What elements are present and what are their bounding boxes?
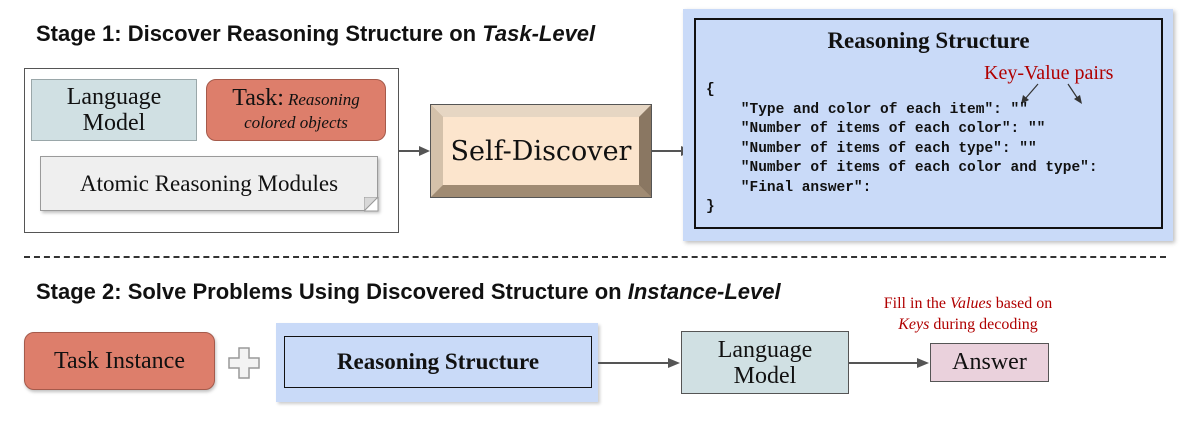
- reasoning-structure-box-2: Reasoning Structure: [284, 336, 592, 388]
- arrow-structure-to-lm: [598, 358, 680, 368]
- key-value-annotation: Key-Value pairs: [984, 62, 1114, 84]
- code-line: }: [706, 199, 715, 215]
- stage2-title: Stage 2: Solve Problems Using Discovered…: [36, 279, 781, 304]
- code-line: {: [706, 82, 715, 98]
- code-line: "Number of items of each type": "": [706, 140, 1037, 157]
- reasoning-structure-frame: [694, 18, 1163, 229]
- language-model-box-2: Language Model: [681, 331, 849, 394]
- reasoning-structure-panel: [683, 9, 1173, 241]
- answer-box: Answer: [930, 343, 1049, 382]
- arrow-lm-to-answer: [849, 358, 929, 368]
- self-discover-box: Self-Discover: [443, 117, 639, 185]
- reasoning-structure-title: Reasoning Structure: [827, 28, 1030, 53]
- stage1-title: Stage 1: Discover Reasoning Structure on…: [36, 21, 596, 46]
- page-fold-icon: [364, 197, 379, 212]
- annotation-arrows: [1021, 83, 1082, 104]
- task-instance-box: Task Instance: [24, 332, 215, 390]
- structure-code-block: { "Type and color of each item": "" "Num…: [706, 81, 1098, 218]
- atomic-reasoning-modules-box: Atomic Reasoning Modules: [40, 156, 378, 211]
- language-model-box: Language Model: [31, 79, 197, 141]
- code-line: "Type and color of each item": "": [706, 101, 1028, 118]
- decoding-note: Fill in the Values based on Keys during …: [883, 295, 1053, 333]
- code-line: "Number of items of each color": "": [706, 121, 1046, 137]
- task-box: Task: Reasoning colored objects: [206, 79, 386, 141]
- code-line: "Number of items of each color and type"…: [706, 160, 1098, 176]
- arrow-inputs-to-selfdiscover: [399, 146, 430, 156]
- code-line: "Final answer":: [706, 179, 872, 196]
- plus-icon: [228, 347, 260, 379]
- stage-separator: [24, 256, 1166, 258]
